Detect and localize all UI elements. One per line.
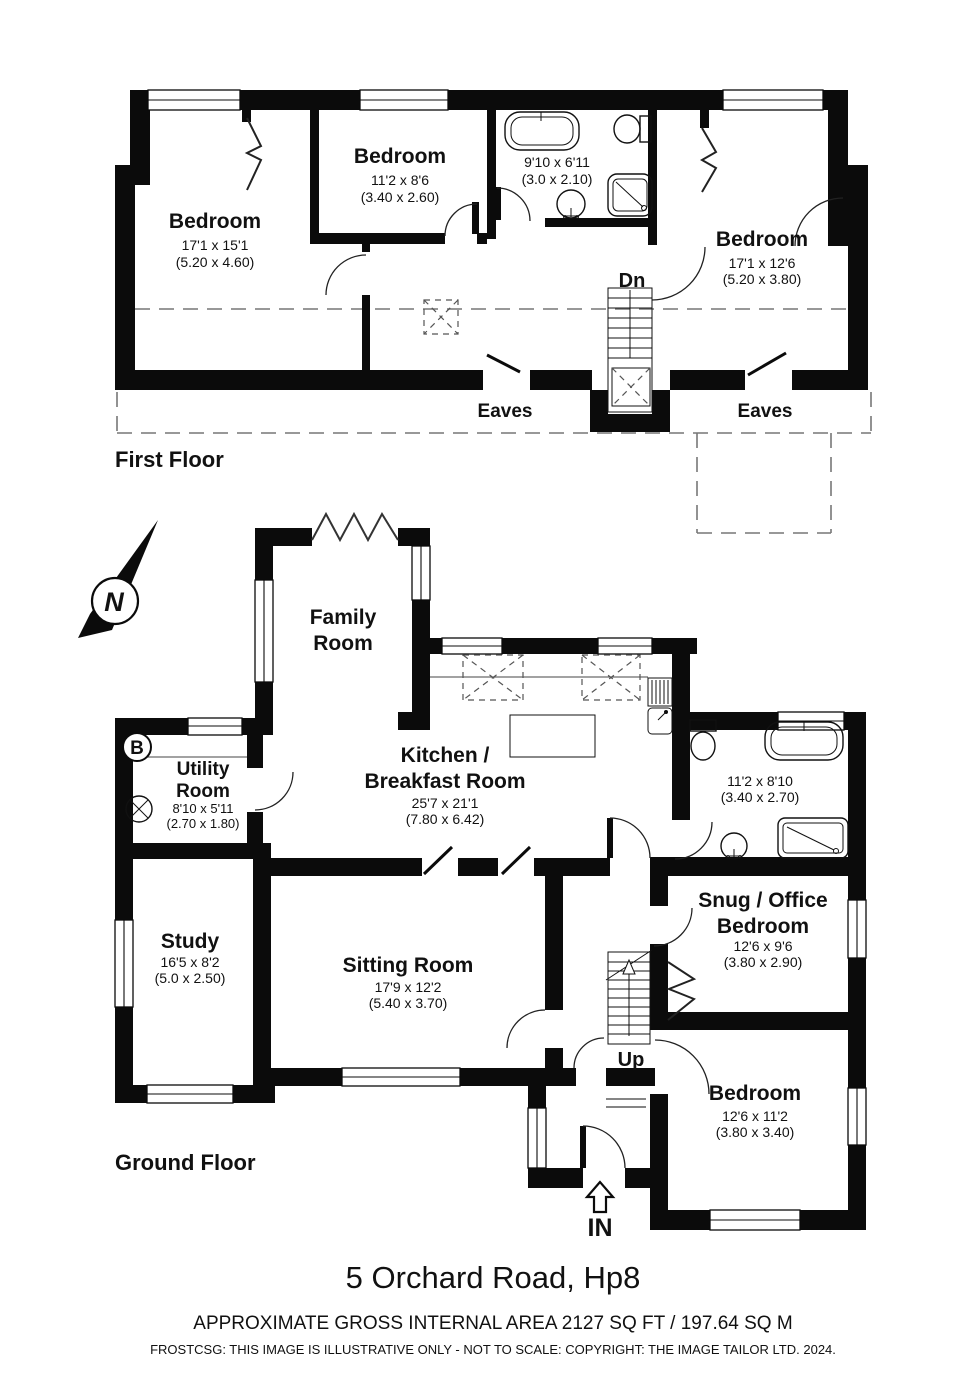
room-dims-ft: 11'2 x 8'6 (371, 172, 429, 188)
svg-text:B: B (130, 738, 144, 759)
toilet-icon (689, 719, 717, 761)
stairs-down-label: Dn (619, 270, 646, 292)
bath-icon (764, 721, 844, 761)
room-label-study: Study (161, 930, 220, 953)
room-dims-m: (3.80 x 2.90) (724, 954, 803, 970)
room-dims-m: (7.80 x 6.42) (406, 811, 485, 827)
north-compass-icon: N (78, 520, 158, 638)
shower-icon (777, 817, 849, 859)
ground-floor-plan: N (78, 511, 867, 1242)
room-label-bedroom-right: Bedroom (716, 228, 808, 251)
room-label-sitting: Sitting Room (343, 954, 474, 977)
room-dims-ft-bathroom: 9'10 x 6'11 (524, 154, 590, 170)
utility-fittings: B (122, 732, 247, 823)
tank-icon (125, 795, 153, 823)
stairs-up-label: Up (618, 1049, 645, 1071)
room-label-bedroom-mid: Bedroom (354, 145, 446, 168)
room-label-bedroom-left: Bedroom (169, 210, 261, 233)
ground-floor-windows (114, 545, 867, 1231)
toilet-icon (613, 114, 652, 144)
room-label-family-2: Room (313, 632, 373, 655)
room-label-utility-1: Utility (177, 759, 230, 780)
eaves-dashed-lines (116, 308, 872, 534)
open-wall-zigzag (311, 511, 399, 543)
eaves-label-right: Eaves (738, 401, 793, 422)
skylight (423, 299, 459, 335)
room-dims-ft: 17'1 x 12'6 (729, 255, 796, 271)
first-floor-doors (325, 187, 844, 377)
shower-icon (607, 173, 653, 217)
kitchen-island (509, 714, 596, 758)
compass-north-label: N (104, 587, 124, 617)
ground-floor-doors (254, 771, 713, 1169)
room-dims-ft-bathroom: 11'2 x 8'10 (727, 773, 793, 789)
room-label-utility-2: Room (176, 781, 230, 802)
stairs-down (607, 287, 653, 413)
bath-icon (504, 111, 580, 151)
footer: 5 Orchard Road, Hp8 APPROXIMATE GROSS IN… (150, 1260, 836, 1357)
stairs-up (605, 949, 653, 1045)
disclaimer-text: FROSTCSG: THIS IMAGE IS ILLUSTRATIVE ONL… (150, 1342, 836, 1357)
room-dims-m: (3.80 x 3.40) (716, 1124, 795, 1140)
sink-icon (556, 189, 586, 219)
kitchen-fittings (430, 654, 673, 758)
room-dims-m: (5.20 x 3.80) (723, 271, 802, 287)
gross-area-text: APPROXIMATE GROSS INTERNAL AREA 2127 SQ … (193, 1313, 792, 1334)
entrance-label: IN (588, 1214, 613, 1242)
room-dims-m-bathroom: (3.0 x 2.10) (522, 171, 593, 187)
room-dims-ft: 12'6 x 9'6 (733, 938, 792, 954)
kitchen-sink-icon (647, 677, 673, 735)
property-title: 5 Orchard Road, Hp8 (346, 1260, 641, 1295)
room-dims-m: (3.40 x 2.60) (361, 189, 440, 205)
first-floor-windows (147, 89, 824, 111)
room-label-kitchen-1: Kitchen / (401, 744, 490, 767)
wardrobe-symbol (666, 961, 697, 1021)
room-label-snug-2: Bedroom (717, 915, 809, 938)
room-dims-ft: 25'7 x 21'1 (412, 795, 479, 811)
first-floor-walls (115, 90, 868, 432)
wardrobe-symbol (244, 117, 263, 191)
room-dims-m: (5.20 x 4.60) (176, 254, 255, 270)
room-dims-ft: 8'10 x 5'11 (172, 801, 233, 816)
wardrobe-symbol (699, 127, 718, 193)
room-dims-ft: 17'9 x 12'2 (375, 979, 442, 995)
room-label-family-1: Family (310, 606, 377, 629)
floor-label-ground: Ground Floor (115, 1150, 256, 1175)
room-label-kitchen-2: Breakfast Room (364, 770, 525, 793)
entrance-arrow-icon (584, 1180, 616, 1214)
room-dims-ft: 16'5 x 8'2 (160, 954, 219, 970)
room-label-bedroom-ground: Bedroom (709, 1082, 801, 1105)
eaves-label-left: Eaves (478, 401, 533, 422)
sink-icon (720, 832, 748, 860)
first-floor-plan: Bedroom 17'1 x 15'1 (5.20 x 4.60) Bedroo… (115, 89, 872, 534)
room-dims-ft: 12'6 x 11'2 (722, 1108, 788, 1124)
room-dims-m: (2.70 x 1.80) (167, 816, 240, 831)
room-dims-m: (5.0 x 2.50) (155, 970, 226, 986)
room-label-snug-1: Snug / Office (698, 889, 828, 912)
room-dims-m-bathroom: (3.40 x 2.70) (721, 789, 800, 805)
room-dims-ft: 17'1 x 15'1 (182, 237, 249, 253)
boiler-icon: B (122, 732, 152, 762)
room-dims-m: (5.40 x 3.70) (369, 995, 448, 1011)
floor-label-first: First Floor (115, 447, 224, 472)
